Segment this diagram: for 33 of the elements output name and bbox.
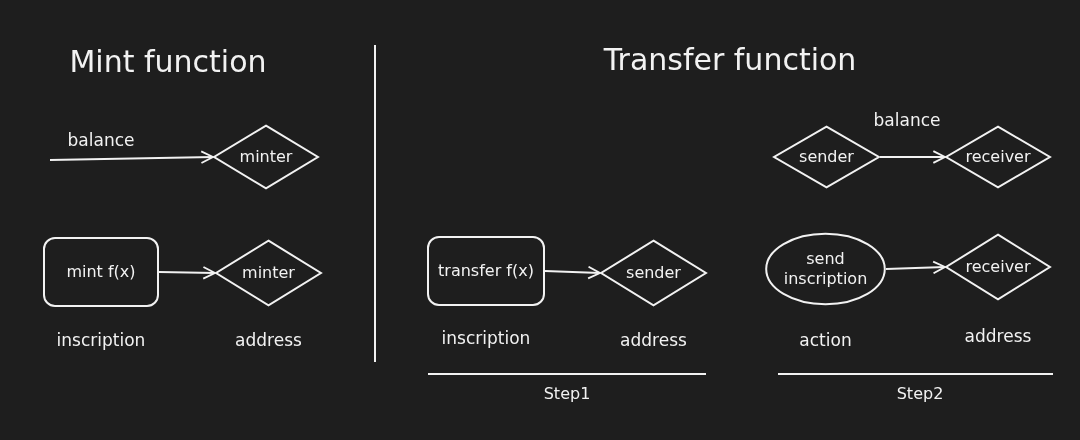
node-label: send inscription <box>782 249 869 289</box>
decision-diamond <box>945 234 1051 300</box>
arrow <box>885 260 946 275</box>
ellipse-node <box>765 233 886 305</box>
decision-diamond <box>600 240 707 306</box>
node-label: sender <box>798 147 855 167</box>
arrow <box>544 265 601 280</box>
node-label: minter <box>241 263 296 283</box>
node-label: mint f(x) <box>65 262 137 282</box>
step-label: Step2 <box>896 384 944 403</box>
decision-diamond <box>773 126 880 188</box>
node-caption: address <box>235 330 302 350</box>
node-label: transfer f(x) <box>437 261 535 281</box>
section-heading: Mint function <box>69 44 267 79</box>
node-caption: inscription <box>441 328 531 348</box>
arrow <box>158 266 216 280</box>
node-label: minter <box>238 147 294 167</box>
decision-diamond <box>213 125 319 189</box>
node-label: sender <box>625 263 682 283</box>
node-caption: action <box>799 330 852 350</box>
node-caption: address <box>620 330 687 350</box>
step-label: Step1 <box>543 384 591 403</box>
process-box <box>43 237 159 307</box>
arrow <box>49 150 214 164</box>
section-heading: Transfer function <box>603 42 857 77</box>
process-box <box>427 236 545 306</box>
node-caption: address <box>964 326 1032 346</box>
decision-diamond <box>945 126 1051 188</box>
node-caption: inscription <box>56 330 146 350</box>
node-label: receiver <box>964 147 1032 167</box>
arrow <box>879 150 946 164</box>
node-label: receiver <box>964 257 1032 277</box>
decision-diamond <box>215 240 322 306</box>
